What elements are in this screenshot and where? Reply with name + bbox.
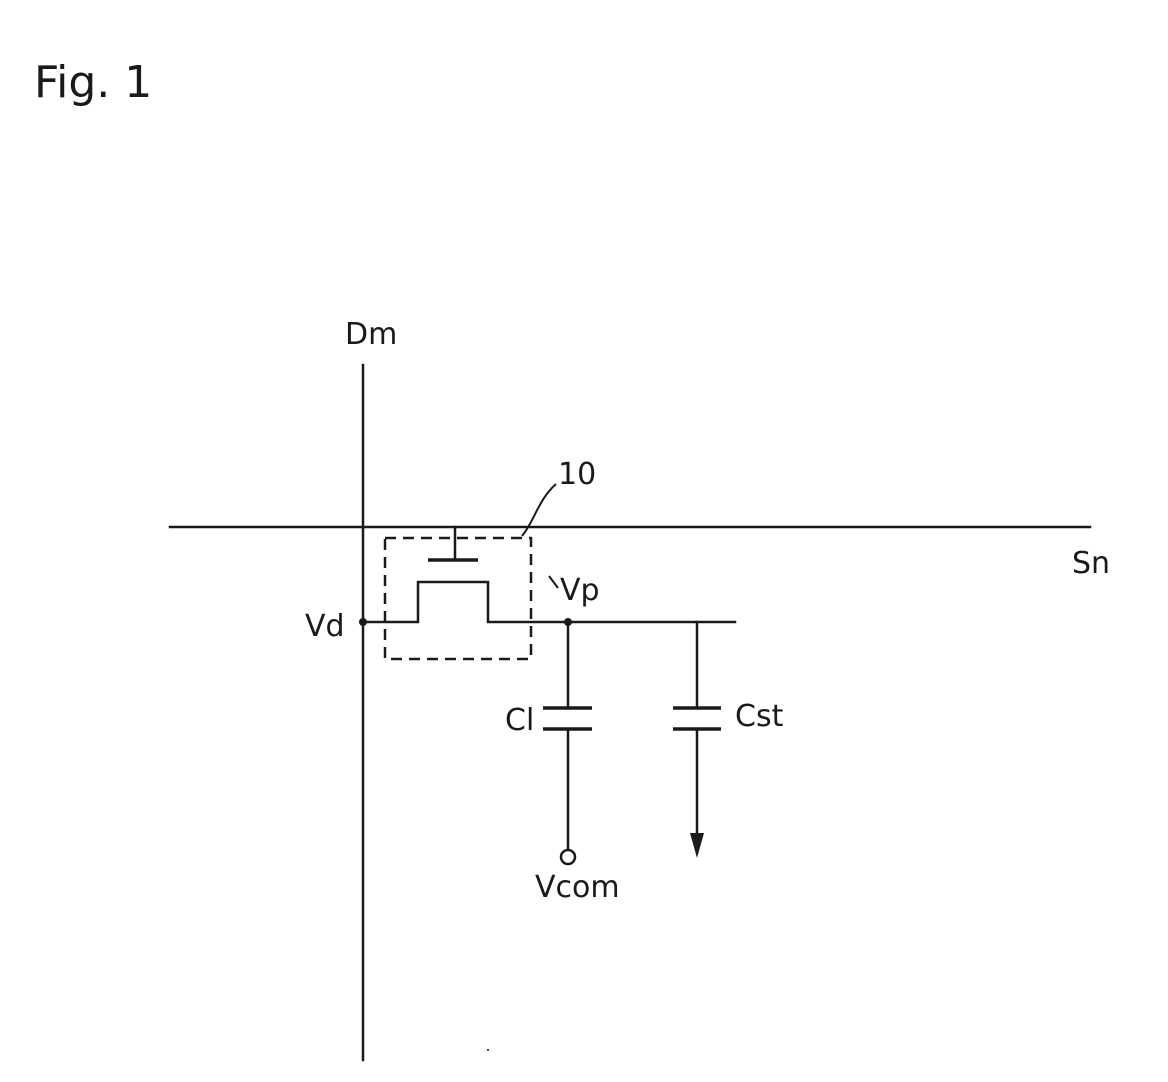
vd-label: Vd	[305, 609, 345, 644]
tft-reference-number: 10	[558, 457, 596, 492]
tft-outline	[385, 538, 531, 659]
figure-title: Fig. 1	[34, 57, 152, 108]
scan-speck	[487, 1049, 489, 1051]
vcom-terminal	[561, 850, 575, 864]
vp-label: Vp	[560, 573, 600, 608]
vp-leader	[549, 576, 558, 588]
cl-label: Cl	[505, 703, 534, 738]
vcom-label: Vcom	[535, 870, 620, 905]
tft-channel	[363, 582, 735, 622]
vd-node-dot	[359, 618, 367, 626]
arrow-down-icon	[690, 833, 704, 858]
scan-line-label: Sn	[1072, 546, 1110, 581]
cst-label: Cst	[735, 699, 784, 734]
data-line-label: Dm	[345, 317, 397, 352]
